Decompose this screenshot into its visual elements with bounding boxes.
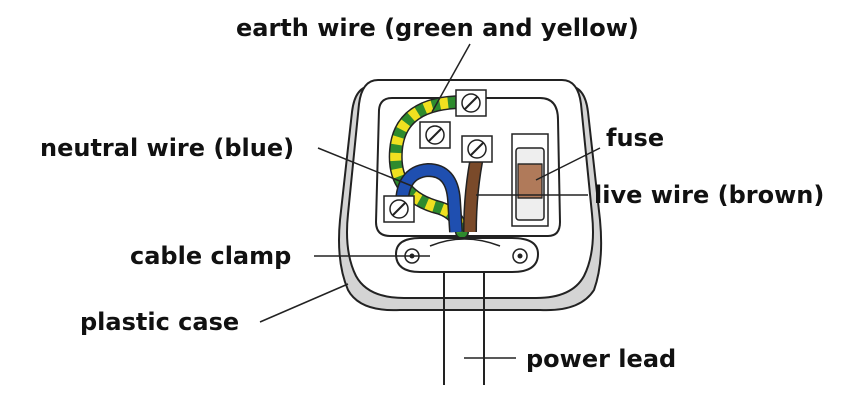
cable-clamp-label: cable clamp — [130, 242, 291, 270]
neutral-terminal-screw — [419, 121, 451, 149]
neutral-leader — [317, 147, 413, 187]
earth-wire-label: earth wire (green and yellow) — [236, 14, 639, 42]
power-lead-label: power lead — [526, 345, 676, 373]
neutral-wire — [394, 162, 463, 233]
fuse — [511, 133, 549, 227]
fuse-leader — [535, 147, 601, 181]
plastic-case-label: plastic case — [80, 308, 239, 336]
live-terminal-screw — [461, 135, 493, 163]
clamp-terminal-screw — [383, 195, 415, 223]
case-leader — [259, 283, 349, 323]
fuse-label: fuse — [606, 124, 664, 152]
neutral-wire-label: neutral wire (blue) — [40, 134, 294, 162]
live-wire-label: live wire (brown) — [594, 181, 824, 209]
live-wire — [463, 150, 485, 233]
earth-leader — [431, 43, 471, 113]
earth-terminal-screw — [455, 89, 487, 117]
cable-clamp — [394, 237, 540, 273]
